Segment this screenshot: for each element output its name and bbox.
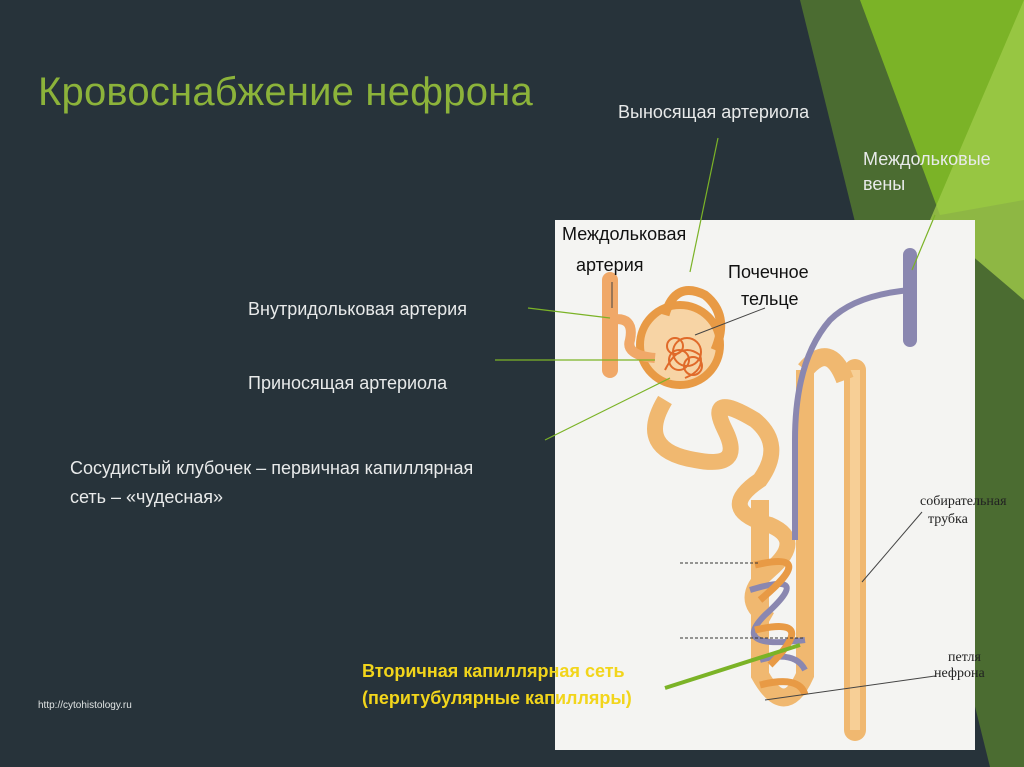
- label-secondary-network-line1: Вторичная капиллярная сеть: [362, 661, 625, 681]
- leader-glomerulus: [544, 377, 671, 441]
- label-interlobular-veins-line1: Междольковые: [863, 149, 991, 169]
- label-intralobular-artery: Внутридольковая артерия: [248, 299, 467, 319]
- label-afferent-arteriole: Приносящая артериола: [248, 373, 448, 393]
- slide-title: Кровоснабжение нефрона: [38, 70, 533, 114]
- label-secondary-capillary-network: Вторичная капиллярная сеть (перитубулярн…: [362, 658, 632, 712]
- label-efferent-arteriole: Выносящая артериола: [618, 102, 810, 122]
- label-nephron-loop-line1: петля: [948, 650, 981, 665]
- label-glomerulus-line1: Сосудистый клубочек – первичная капилляр…: [70, 458, 474, 478]
- label-glomerulus-line2: сеть – «чудесная»: [70, 487, 224, 507]
- label-nephron-loop-line2: нефрона: [934, 666, 985, 681]
- leader-collecting-duct: [861, 511, 923, 583]
- leader-renal-corpuscle: [694, 307, 766, 336]
- leader-secondary-network: [664, 643, 801, 690]
- label-renal-corpuscle-line2: тельце: [741, 289, 799, 309]
- label-renal-corpuscle-line1: Почечное: [728, 262, 809, 282]
- label-collecting-duct-line1: собирательная: [920, 494, 1007, 509]
- leader-intralobular-artery: [527, 307, 611, 319]
- source-url: http://cytohistology.ru: [38, 700, 132, 711]
- label-interlobular-veins-line2: вены: [863, 174, 906, 194]
- label-interlobular-artery-line1: Междольковая: [562, 224, 687, 244]
- leader-efferent-arteriole: [689, 137, 719, 273]
- label-secondary-network-line2: (перитубулярные капилляры): [362, 688, 632, 708]
- leader-interlobular-veins: [911, 214, 936, 271]
- label-interlobular-artery-line2: артерия: [576, 255, 644, 275]
- leader-nephron-loop: [764, 675, 936, 701]
- label-collecting-duct-line2: трубка: [928, 512, 968, 527]
